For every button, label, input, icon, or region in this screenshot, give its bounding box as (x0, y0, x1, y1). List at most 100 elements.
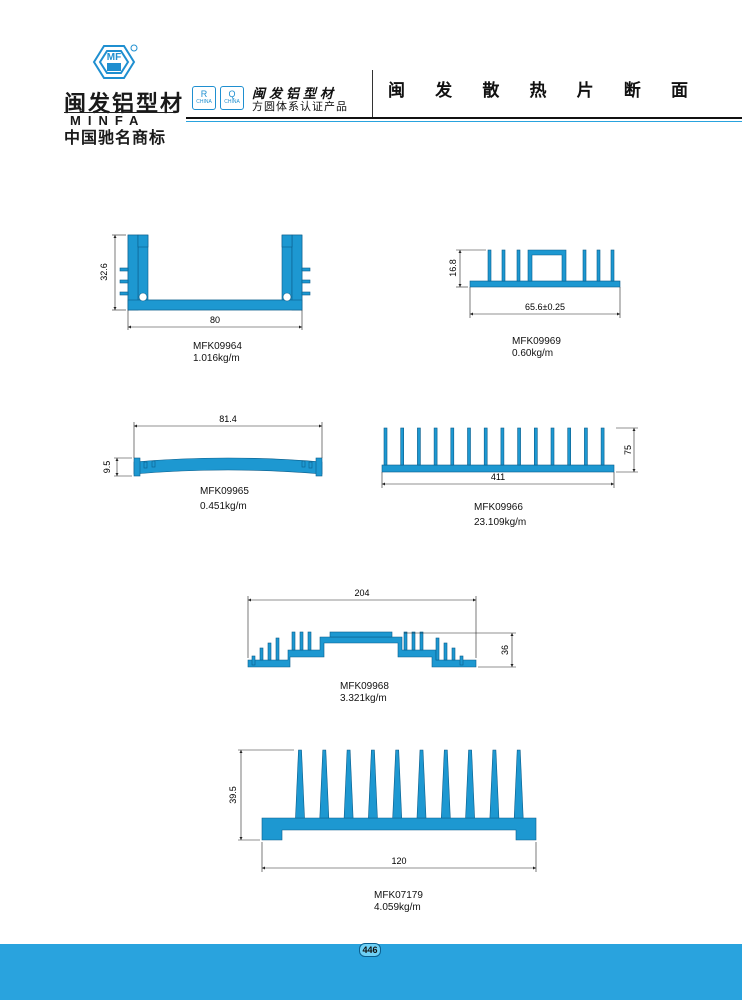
tapered-fin (513, 749, 524, 819)
tapered-fin (489, 749, 500, 819)
heat-sink-fin (411, 631, 416, 651)
page-title-char: 散 (482, 81, 500, 101)
page-title-char: 发 (435, 81, 453, 101)
tapered-fin (465, 749, 475, 819)
dim-height-mfk09966: 75 (623, 445, 633, 455)
dim-width-mfk09968: 204 (354, 588, 369, 598)
dim-height-mfk09969: 16.8 (448, 259, 458, 277)
sink-fin (600, 427, 605, 466)
caption-mfk07179: MFK07179 4.059kg/m (374, 890, 423, 914)
heat-sink-fin (307, 631, 312, 651)
heat-sink-fin (275, 637, 280, 661)
profile-mfk09964 (119, 234, 311, 311)
sink-fin (433, 427, 438, 466)
sink-fin (584, 427, 588, 466)
header-rule-black (186, 117, 742, 119)
tapered-fin (392, 749, 403, 819)
logo-mark-text: MF (107, 52, 121, 63)
tapered-fin (295, 749, 305, 819)
caption-mfk09965: MFK09965 0.451kg/m (200, 486, 249, 513)
tapered-fin (343, 749, 354, 819)
dim-height-mfk09965: 9.5 (102, 461, 112, 474)
profile-weight: 0.451kg/m (200, 501, 247, 512)
page-title-char: 闽 (388, 81, 405, 101)
profile-weight: 23.109kg/m (474, 517, 527, 528)
heat-sink-fin (435, 637, 440, 661)
profile-code: MFK09969 (512, 336, 561, 347)
sink-fin (383, 427, 388, 466)
caption-mfk09968: MFK09968 3.321kg/m (340, 681, 389, 705)
sink-fin (517, 427, 521, 466)
sink-fin (450, 427, 455, 466)
page-title-char: 面 (670, 81, 688, 101)
cert-title: 闽发铝型材 (252, 87, 338, 102)
tapered-fin (319, 749, 330, 819)
page-title-char: 热 (529, 81, 547, 101)
tapered-fin (416, 749, 427, 819)
sink-fin (417, 427, 421, 466)
profile-mfk09966 (381, 427, 615, 473)
sink-fin (483, 427, 488, 466)
minfa-logo-icon: MF (92, 44, 138, 79)
caption-mfk09966: MFK09966 23.109kg/m (474, 502, 526, 529)
heat-sink-fin (443, 642, 448, 661)
page-title: 闽 发 散 热 片 断 面 (388, 76, 688, 101)
caption-mfk09964: MFK09964 1.016kg/m (193, 341, 242, 365)
profile-mfk09969 (469, 249, 621, 288)
page-title-char: 断 (623, 81, 641, 101)
dim-height-mfk09964: 32.6 (99, 263, 109, 281)
cert-badge-r: R CHINA (192, 86, 216, 110)
heat-sink-fin (291, 631, 296, 651)
dim-width-mfk09965: 81.4 (219, 414, 237, 424)
profile-weight: 4.059kg/m (374, 902, 421, 913)
title-separator (372, 70, 373, 118)
brand-name-en: MINFA (70, 113, 146, 128)
cert-badge-caption: CHINA (196, 99, 212, 105)
profile-drawings: 80 32.6 65.6±0.25 16.8 81.4 9.5 411 75 2… (99, 234, 638, 872)
dim-width-mfk07179: 120 (391, 856, 406, 866)
heat-sink-fin (251, 655, 256, 666)
profile-code: MFK09964 (193, 341, 242, 352)
heat-sink-top-plate (329, 631, 393, 638)
heat-sink-fin (267, 642, 272, 661)
dim-width-mfk09966: 411 (491, 472, 505, 482)
sink-fin (467, 427, 471, 466)
page-title-char: 片 (576, 81, 594, 101)
dim-height-mfk09968: 36 (500, 645, 510, 655)
profile-code: MFK09966 (474, 502, 523, 513)
header: MF 闽发铝型材 MINFA 中国驰名商标 R CHINA Q CHINA 闽 发… (0, 0, 742, 147)
brand-subtitle: 中国驰名商标 (64, 130, 167, 147)
dim-height-mfk07179: 39.5 (228, 786, 238, 804)
cert-subtitle: 方圆体系认证产品 (252, 101, 348, 113)
dim-width-mfk09964: 80 (210, 315, 220, 325)
brand-divider (64, 112, 174, 113)
heat-sink-fin (451, 647, 456, 661)
tapered-fin (368, 749, 378, 819)
profile-mfk07179 (261, 749, 537, 841)
sink-fin (533, 427, 538, 466)
profile-weight: 3.321kg/m (340, 693, 387, 704)
tapered-fin (440, 749, 451, 819)
profile-code: MFK09968 (340, 681, 389, 692)
sink-fin (400, 427, 405, 466)
cert-badge-caption: CHINA (224, 99, 240, 105)
profile-weight: 0.60kg/m (512, 348, 554, 359)
sink-fin (500, 427, 505, 466)
heat-sink-fin (403, 631, 408, 651)
profile-code: MFK09965 (200, 486, 249, 497)
dim-width-mfk09969: 65.6±0.25 (525, 302, 565, 312)
profile-weight: 1.016kg/m (193, 353, 240, 364)
cert-badge-q: Q CHINA (220, 86, 244, 110)
page-number: 446 (359, 943, 381, 957)
header-rule-blue (186, 121, 742, 122)
caption-mfk09969: MFK09969 0.60kg/m (512, 336, 561, 360)
heat-sink-fin (299, 631, 304, 651)
quality-icon: Q (228, 89, 236, 99)
heat-sink-fin (419, 631, 424, 651)
profile-code: MFK07179 (374, 890, 423, 901)
sink-fin (567, 427, 572, 466)
heat-sink-fin (459, 655, 464, 666)
profile-mfk09965 (133, 457, 323, 477)
heat-sink-fin (259, 647, 264, 661)
profile-mfk09968 (247, 631, 477, 668)
